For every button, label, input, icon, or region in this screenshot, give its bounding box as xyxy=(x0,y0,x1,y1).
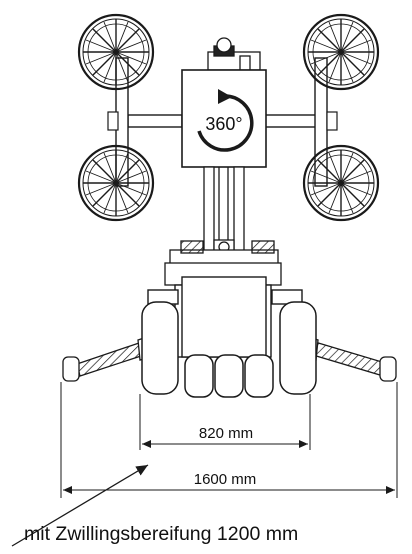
suction-cup-bottom-right xyxy=(302,144,380,222)
wheels xyxy=(141,301,317,398)
outer-width-label: 1600 mm xyxy=(194,471,257,488)
rotation-box: 360° xyxy=(181,69,267,168)
twin-tire-caption: mit Zwillingsbereifung 1200 mm xyxy=(24,523,299,545)
suction-cup-top-left xyxy=(77,13,155,91)
suction-cup-bottom-left xyxy=(77,144,155,222)
outrigger-right xyxy=(303,335,397,382)
outrigger-left xyxy=(62,335,153,382)
main-body xyxy=(147,276,303,358)
mast xyxy=(203,166,245,258)
caption-leader-arrow xyxy=(11,464,149,547)
inner-width-label: 820 mm xyxy=(199,425,253,442)
dimension-820 xyxy=(139,394,311,450)
suction-cup-top-right xyxy=(302,13,380,91)
rotation-label: 360° xyxy=(205,114,242,134)
dimension-1600 xyxy=(60,382,398,498)
motor-unit xyxy=(207,37,261,71)
